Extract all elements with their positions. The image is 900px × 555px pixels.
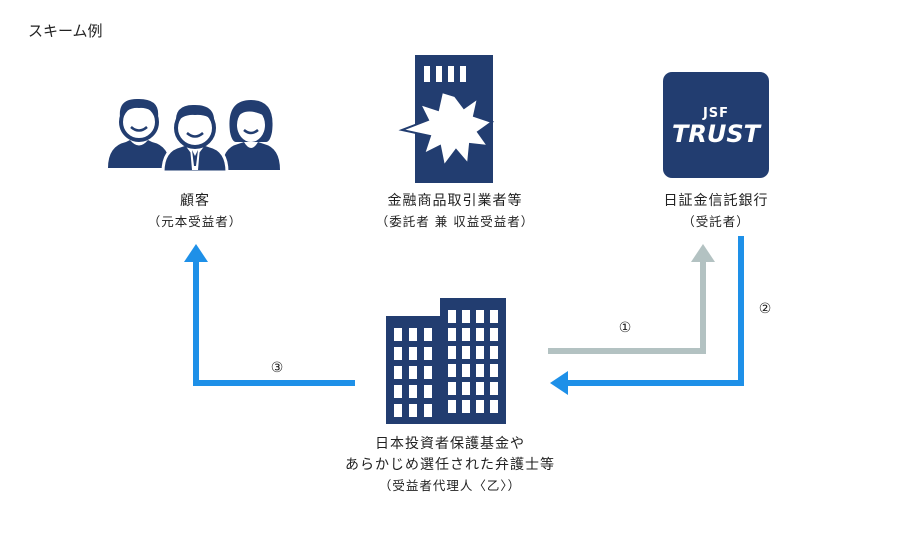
- step-1-label: ①: [619, 320, 632, 336]
- svg-text:JSF: JSF: [702, 106, 729, 121]
- page-title: スキーム例: [28, 22, 103, 40]
- building-window: [409, 328, 417, 341]
- broker-name: 金融商品取引業者等: [387, 193, 523, 209]
- building-window: [448, 400, 456, 413]
- building-window: [394, 404, 402, 417]
- building-window: [409, 404, 417, 417]
- customer-role: （元本受益者）: [147, 214, 243, 229]
- building-window: [476, 382, 484, 395]
- building-window: [448, 364, 456, 377]
- flow-arrowhead-3: [184, 244, 208, 262]
- building-window: [490, 364, 498, 377]
- building-window: [394, 366, 402, 379]
- jsf-trust-logo: JSF TRUST: [663, 72, 769, 178]
- building-window: [394, 347, 402, 360]
- building-window: [490, 328, 498, 341]
- flow-arrow-1: [548, 258, 706, 354]
- people-group-icon: [108, 98, 280, 174]
- agent-name-line2: あらかじめ選任された弁護士等: [345, 457, 555, 473]
- building-window: [424, 366, 432, 379]
- building-window: [476, 400, 484, 413]
- building-window: [424, 347, 432, 360]
- building-burst-icon: [398, 55, 495, 183]
- flow-arrowhead-2: [550, 371, 568, 395]
- flow-arrow-3: [193, 258, 355, 386]
- building-window: [462, 400, 470, 413]
- building-window: [490, 346, 498, 359]
- agent-name-line1: 日本投資者保護基金や: [375, 436, 525, 452]
- trust-bank-name: 日証金信託銀行: [663, 193, 769, 209]
- building-window: [462, 346, 470, 359]
- building-window: [409, 385, 417, 398]
- flow-arrows: [184, 236, 744, 395]
- agent-role: （受益者代理人〈乙〉）: [378, 478, 522, 493]
- agent-label: 日本投資者保護基金や あらかじめ選任された弁護士等 （受益者代理人〈乙〉）: [310, 434, 590, 496]
- flow-arrow-2: [566, 236, 744, 386]
- building-window: [490, 382, 498, 395]
- step-2-label: ②: [759, 301, 772, 317]
- building-window: [490, 310, 498, 323]
- building-window: [462, 382, 470, 395]
- building-window: [476, 364, 484, 377]
- broker-role: （委託者 兼 収益受益者）: [375, 214, 535, 229]
- building-window: [424, 385, 432, 398]
- step-3-label: ③: [271, 360, 284, 376]
- customer-label: 顧客 （元本受益者）: [110, 191, 280, 232]
- building-window: [448, 328, 456, 341]
- office-buildings-icon: [386, 298, 506, 424]
- building-window: [476, 310, 484, 323]
- svg-text:TRUST: TRUST: [672, 120, 762, 148]
- trust-bank-label: 日証金信託銀行 （受託者）: [631, 191, 801, 232]
- customer-name: 顧客: [180, 193, 210, 209]
- building-window: [424, 328, 432, 341]
- building-window: [409, 347, 417, 360]
- building-window: [462, 310, 470, 323]
- building-window: [448, 346, 456, 359]
- building-window: [448, 310, 456, 323]
- building-window: [462, 328, 470, 341]
- flow-arrowhead-1: [691, 244, 715, 262]
- trust-bank-role: （受託者）: [682, 214, 750, 229]
- building-window: [490, 400, 498, 413]
- building-window: [476, 346, 484, 359]
- building-window: [448, 382, 456, 395]
- building-window: [476, 328, 484, 341]
- building-window: [409, 366, 417, 379]
- building-window: [424, 404, 432, 417]
- building-window: [394, 328, 402, 341]
- broker-label: 金融商品取引業者等 （委託者 兼 収益受益者）: [335, 191, 575, 232]
- building-window: [394, 385, 402, 398]
- building-window: [462, 364, 470, 377]
